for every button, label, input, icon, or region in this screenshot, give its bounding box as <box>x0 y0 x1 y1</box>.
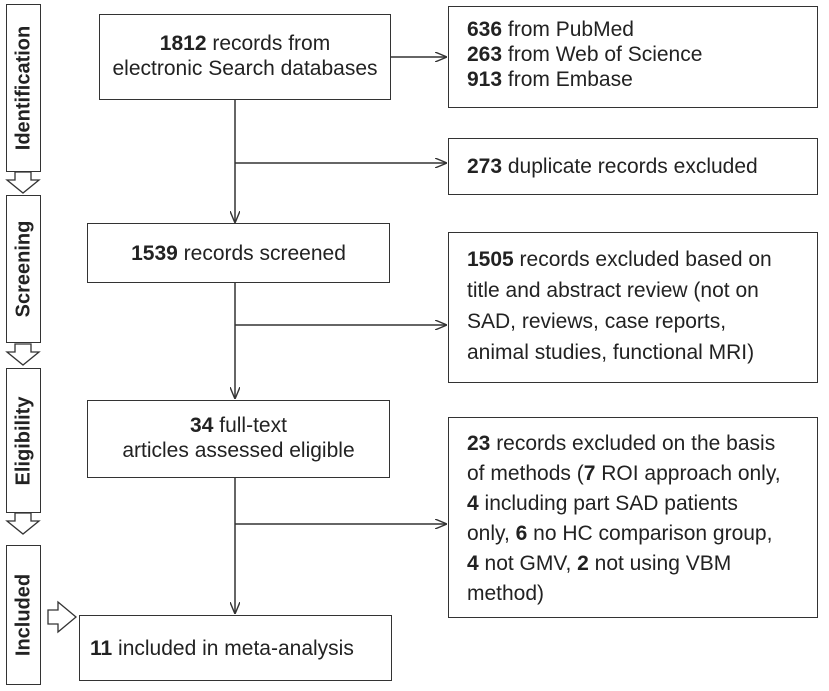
stage-label-eligibility: Eligibility <box>12 396 34 485</box>
box-duplicates-line: 273 duplicate records excluded <box>467 155 758 178</box>
stage-label-identification: Identification <box>12 25 34 151</box>
stage-arrow-2 <box>5 343 41 366</box>
box-methods-line2: of methods (7 ROI approach only, <box>467 462 781 485</box>
box-duplicates: 273 duplicate records excluded <box>448 138 818 195</box>
box-sources: 636 from PubMed 263 from Web of Science … <box>448 6 818 108</box>
stage-label-screening: Screening <box>12 220 34 318</box>
box-methods-line5: 4 not GMV, 2 not using VBM <box>467 552 732 575</box>
source-wos: 263 from Web of Science <box>467 43 703 66</box>
box-records-search-line1: 1812 records from <box>159 32 331 55</box>
box-screened: 1539 records screened <box>87 223 390 283</box>
stage-identification: Identification <box>6 4 41 172</box>
box-title-abstract: 1505 records excluded based on title and… <box>448 232 818 383</box>
box-fulltext-line2: articles assessed eligible <box>122 439 355 462</box>
box-records-search: 1812 records from electronic Search data… <box>99 14 391 100</box>
stage-label-included: Included <box>12 573 34 657</box>
stage-screening: Screening <box>6 195 41 343</box>
box-methods-line6: method) <box>467 582 545 605</box>
box-included: 11 included in meta-analysis <box>79 615 392 681</box>
box-screened-line: 1539 records screened <box>131 242 346 265</box>
box-methods-line3: 4 including part SAD patients <box>467 492 738 515</box>
box-fulltext: 34 full-text articles assessed eligible <box>87 400 390 478</box>
box-title-abstract-line2: title and abstract review (not on <box>467 279 759 302</box>
box-methods-line1: 23 records excluded on the basis <box>467 432 776 455</box>
source-pubmed: 636 from PubMed <box>467 18 634 41</box>
stage-arrow-included <box>47 600 78 634</box>
box-records-search-line2: electronic Search databases <box>112 57 378 80</box>
box-included-line: 11 included in meta-analysis <box>90 637 354 660</box>
box-title-abstract-line3: SAD, reviews, case reports, <box>467 310 727 333</box>
stage-arrow-1 <box>5 171 41 194</box>
stage-arrow-3 <box>5 512 41 535</box>
stage-eligibility: Eligibility <box>6 368 41 513</box>
box-fulltext-line1: 34 full-text <box>190 414 287 437</box>
box-methods-line4: only, 6 no HC comparison group, <box>467 522 773 545</box>
source-embase: 913 from Embase <box>467 68 633 91</box>
box-methods: 23 records excluded on the basis of meth… <box>448 417 818 618</box>
box-title-abstract-line1: 1505 records excluded based on <box>467 248 772 271</box>
stage-included: Included <box>6 545 41 685</box>
box-title-abstract-line4: animal studies, functional MRI) <box>467 341 755 364</box>
